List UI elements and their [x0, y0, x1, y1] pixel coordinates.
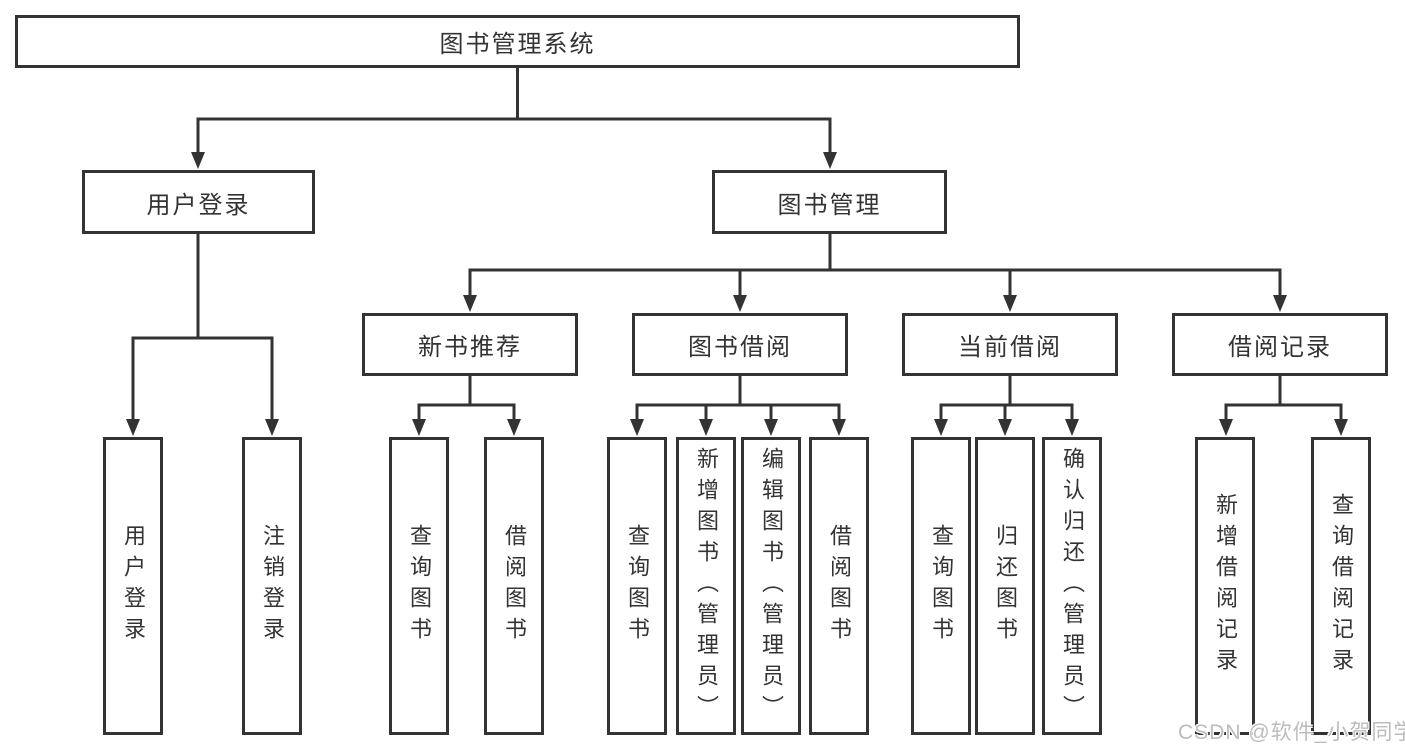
leaf-label: 查询图书	[929, 524, 954, 648]
arrow-down-icon	[733, 295, 747, 312]
arrow-down-icon	[265, 419, 279, 436]
leaf-label: 查询图书	[625, 524, 650, 648]
leaf-borrow-books: 借阅图书	[484, 437, 544, 735]
leaf-label: 查询图书	[407, 524, 432, 648]
connector-borrow-record-to-children	[1219, 376, 1348, 436]
node-label: 新书推荐	[418, 334, 522, 361]
node-user-login: 用户登录	[82, 170, 315, 234]
arrow-down-icon	[764, 419, 778, 436]
arrow-down-icon	[507, 419, 521, 436]
arrow-down-icon	[1334, 419, 1348, 436]
leaf-add-books-admin: 新增图书（管理员）	[676, 437, 736, 735]
connector-new-book-to-children	[412, 376, 521, 436]
leaf-query-books: 查询图书	[911, 437, 971, 735]
node-label: 用户登录	[146, 191, 251, 219]
leaf-label: 用户登录	[121, 524, 146, 648]
node-label: 借阅记录	[1228, 334, 1332, 361]
arrow-down-icon	[126, 419, 140, 436]
leaf-add-borrow-record: 新增借阅记录	[1195, 437, 1255, 735]
leaf-borrow-books: 借阅图书	[809, 437, 869, 735]
arrow-down-icon	[191, 152, 205, 169]
node-new-book-recommendation: 新书推荐	[362, 313, 578, 376]
leaf-logout: 注销登录	[242, 437, 302, 735]
leaf-label: 新增借阅记录	[1213, 493, 1238, 679]
leaf-return-books: 归还图书	[975, 437, 1035, 735]
node-book-borrowing: 图书借阅	[632, 313, 848, 376]
arrow-down-icon	[998, 419, 1012, 436]
csdn-watermark: CSDN @软件_小贺同学	[1178, 721, 1405, 744]
leaf-edit-books-admin: 编辑图书（管理员）	[741, 437, 801, 735]
arrow-down-icon	[463, 295, 477, 312]
node-current-borrowing: 当前借阅	[902, 313, 1118, 376]
leaf-confirm-return-admin: 确认归还（管理员）	[1042, 437, 1102, 735]
node-library-management-system: 图书管理系统	[15, 15, 1020, 68]
leaf-label: 归还图书	[993, 524, 1018, 648]
node-book-management: 图书管理	[712, 170, 947, 234]
leaf-label: 编辑图书（管理员）	[759, 446, 784, 726]
leaf-query-books: 查询图书	[389, 437, 449, 735]
node-label: 图书管理	[777, 191, 882, 219]
connector-root-to-level2	[191, 68, 837, 169]
connector-book-mgmt-to-level3	[463, 234, 1287, 312]
arrow-down-icon	[699, 419, 713, 436]
arrow-down-icon	[832, 419, 846, 436]
node-label: 图书借阅	[688, 334, 792, 361]
node-label: 当前借阅	[958, 334, 1062, 361]
arrow-down-icon	[1219, 419, 1233, 436]
arrow-down-icon	[1003, 295, 1017, 312]
arrow-down-icon	[630, 419, 644, 436]
leaf-label: 查询借阅记录	[1329, 493, 1354, 679]
leaf-label: 注销登录	[260, 524, 285, 648]
leaf-label: 新增图书（管理员）	[694, 446, 719, 726]
leaf-user-login: 用户登录	[103, 437, 163, 735]
node-borrowing-records: 借阅记录	[1172, 313, 1388, 376]
arrow-down-icon	[412, 419, 426, 436]
leaf-label: 确认归还（管理员）	[1060, 446, 1085, 726]
connector-user-login-to-children	[126, 234, 279, 436]
arrow-down-icon	[823, 152, 837, 169]
leaf-query-borrow-record: 查询借阅记录	[1311, 437, 1371, 735]
leaf-label: 借阅图书	[502, 524, 527, 648]
arrow-down-icon	[1273, 295, 1287, 312]
leaf-label: 借阅图书	[827, 524, 852, 648]
node-label: 图书管理系统	[439, 31, 596, 58]
connector-book-borrow-to-children	[630, 376, 846, 436]
connector-current-borrow-to-children	[934, 376, 1079, 436]
arrow-down-icon	[934, 419, 948, 436]
arrow-down-icon	[1065, 419, 1079, 436]
leaf-query-books: 查询图书	[607, 437, 667, 735]
